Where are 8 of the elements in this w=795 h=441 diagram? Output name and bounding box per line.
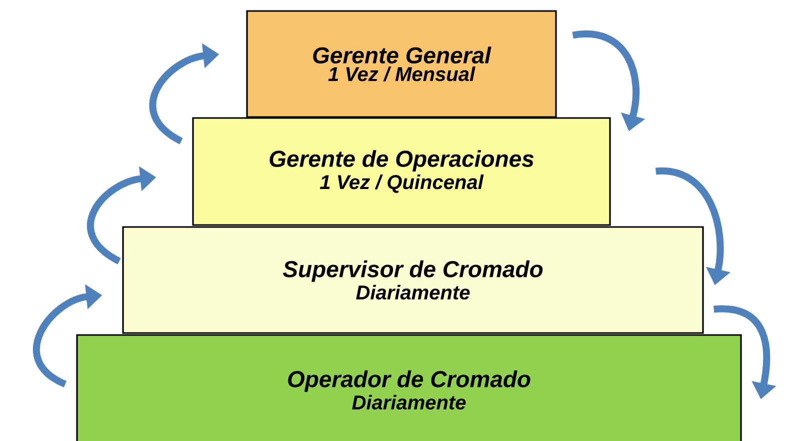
level-box: [192, 117, 611, 226]
level-text: Gerente General 1 Vez / Mensual: [313, 46, 492, 82]
level-box: [246, 10, 557, 118]
level-box: [76, 334, 742, 441]
level-text: Supervisor de Cromado Diariamente: [282, 260, 543, 300]
level-text: Operador de Cromado Diariamente: [288, 370, 530, 410]
level-text: Gerente de Operaciones 1 Vez / Quincenal: [270, 150, 534, 193]
level-box: [122, 226, 704, 334]
